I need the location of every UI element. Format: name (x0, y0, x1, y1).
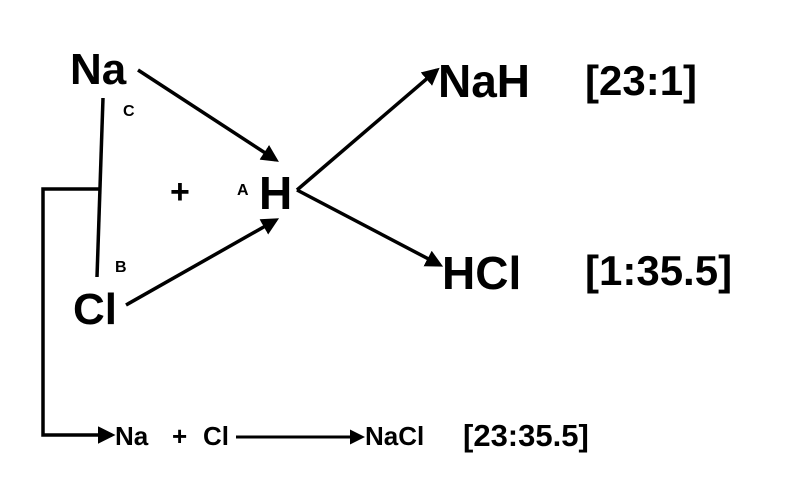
bottom-nacl: NaCl (365, 421, 425, 451)
arrow-h-to-hcl (296, 188, 444, 267)
h-label: H (259, 167, 293, 219)
arrow-na-to-h (137, 68, 279, 162)
hcl-ratio: [1:35.5] (585, 247, 733, 294)
elbow-arrow-to-bottom (41, 187, 116, 444)
bottom-plus: + (172, 421, 188, 451)
cl-tag-b: B (115, 259, 127, 276)
bottom-na: Na (115, 421, 149, 451)
na-label: Na (70, 45, 127, 94)
cl-label: Cl (73, 285, 117, 334)
hcl-label: HCl (442, 247, 522, 299)
arrow-h-to-nah (295, 67, 440, 192)
plus-sign: + (170, 173, 190, 211)
bottom-cl: Cl (203, 421, 229, 451)
arrow-cl-to-h (125, 218, 280, 307)
bottom-ratio: [23:35.5] (463, 418, 589, 453)
nah-ratio: [23:1] (585, 57, 698, 104)
na-tag-c: C (123, 103, 135, 120)
nah-label: NaH (438, 55, 531, 107)
na-cl-bond-line (95, 97, 105, 278)
h-tag-a: A (237, 182, 249, 199)
